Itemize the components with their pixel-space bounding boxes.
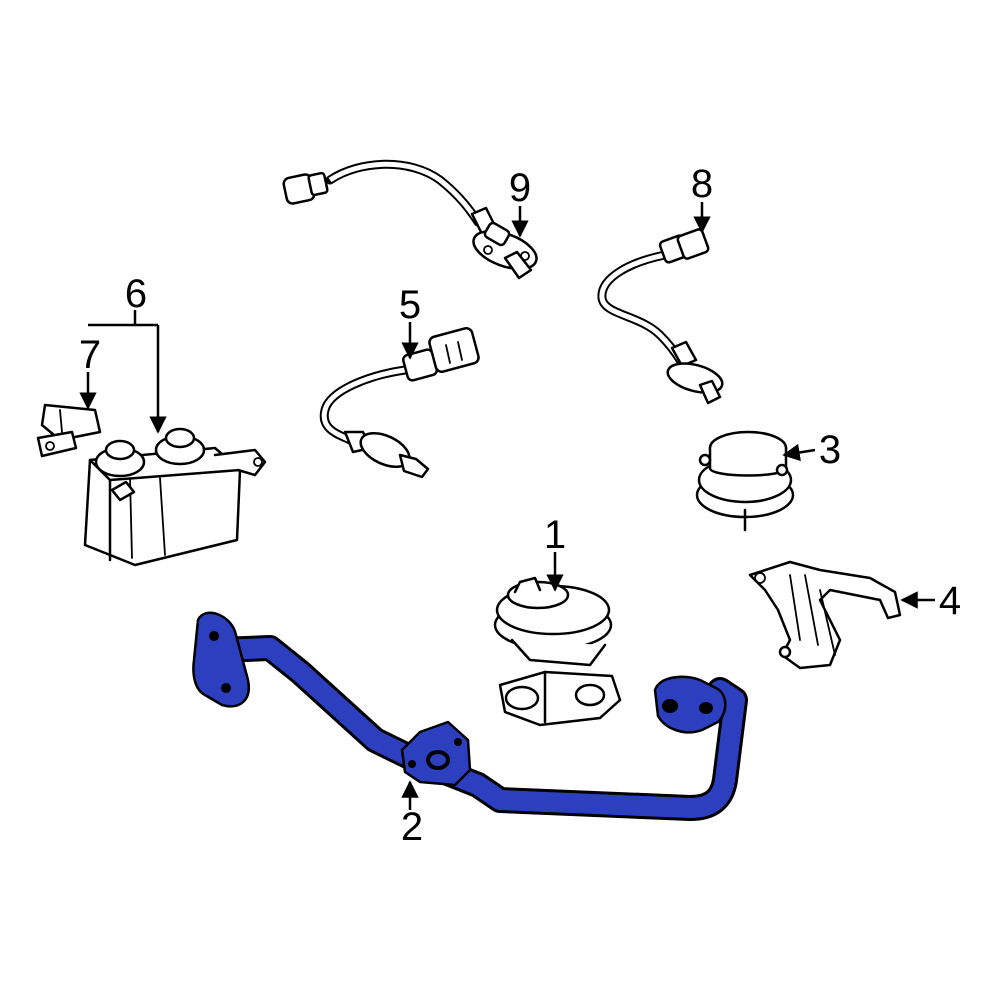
vacuum-switching-valve-7[interactable] <box>36 403 102 458</box>
callout-1[interactable]: 1 <box>544 513 566 557</box>
callout-labels: 1 2 3 4 5 6 7 8 9 <box>79 162 961 849</box>
callout-6[interactable]: 6 <box>125 272 147 316</box>
callout-4[interactable]: 4 <box>939 579 961 623</box>
vacuum-modulator-3[interactable] <box>695 430 795 532</box>
callout-3[interactable]: 3 <box>819 428 841 472</box>
egr-pipe-2[interactable] <box>192 611 748 821</box>
callout-leaders <box>79 202 935 810</box>
callout-2[interactable]: 2 <box>401 805 423 849</box>
oxygen-sensor-8[interactable] <box>597 228 726 405</box>
callout-9[interactable]: 9 <box>509 166 531 210</box>
oxygen-sensor-9[interactable] <box>282 159 542 280</box>
egr-valve-1[interactable] <box>493 576 622 727</box>
bracket-4[interactable] <box>748 560 902 670</box>
callout-8[interactable]: 8 <box>691 162 713 206</box>
oxygen-sensor-5[interactable] <box>319 327 480 479</box>
callout-7[interactable]: 7 <box>79 333 101 377</box>
charcoal-canister-6[interactable] <box>83 427 267 567</box>
callout-5[interactable]: 5 <box>399 283 421 327</box>
